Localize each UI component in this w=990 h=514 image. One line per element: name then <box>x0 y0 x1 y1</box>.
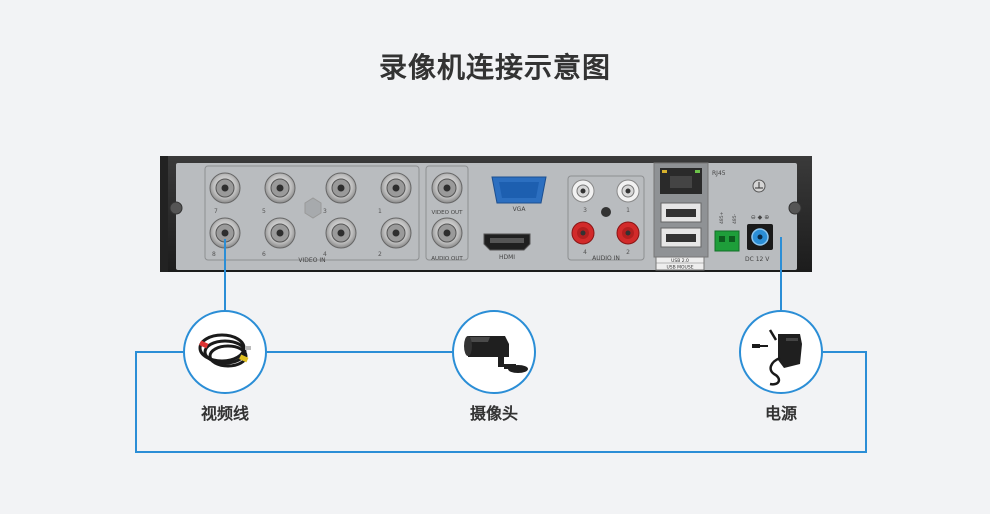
usb-label: USB 2.0 <box>671 258 689 264</box>
hdmi-port: HDMI <box>483 233 531 261</box>
power-group: 485+ 485- ⊖ ◆ ⊕ DC 12 V <box>714 179 773 263</box>
hdmi-label: HDMI <box>499 254 515 261</box>
usb-label-box <box>655 256 705 271</box>
bnc-connector <box>431 217 463 249</box>
node-video-cable <box>183 310 267 394</box>
rca-jack <box>571 221 595 245</box>
node-camera <box>452 310 536 394</box>
rs485-terminal <box>714 230 740 252</box>
node-label: 电源 <box>764 404 797 423</box>
bnc-connector <box>325 217 357 249</box>
connector-lines <box>135 237 867 453</box>
screw-left <box>169 201 183 215</box>
audio-number: 4 <box>583 249 587 256</box>
rca-jack <box>616 179 640 203</box>
vga-port: VGA <box>491 176 547 213</box>
usb-mouse-label: USB MOUSE <box>666 265 693 271</box>
video-out-label: VIDEO OUT <box>432 210 464 216</box>
rj45-label: RJ45 <box>712 170 726 177</box>
bnc-connector <box>264 217 296 249</box>
bnc-number: 4 <box>323 251 327 258</box>
polarity-symbol: ⊖ ◆ ⊕ <box>751 214 769 221</box>
audio-out-label: AUDIO OUT <box>431 256 463 262</box>
dc-label: DC 12 V <box>745 256 770 263</box>
bnc-connector <box>380 172 412 204</box>
audio-in-group: 3 1 4 2 AUDIO IN <box>567 175 645 262</box>
audio-number: 2 <box>626 249 630 256</box>
rs485-label: 485- <box>732 213 738 224</box>
camera-icon <box>464 336 528 373</box>
audio-number: 3 <box>583 207 587 214</box>
bnc-connector <box>209 172 241 204</box>
logo-watermark <box>304 197 322 219</box>
diagram-title: 录像机连接示意图 <box>378 51 611 84</box>
node-power <box>739 310 823 394</box>
audio-number: 1 <box>626 207 630 214</box>
network-usb-group: RJ45 USB 2.0 USB MOUSE <box>653 162 726 271</box>
video-cable-icon <box>198 333 251 368</box>
vga-label: VGA <box>513 206 527 213</box>
bnc-connector <box>209 217 241 249</box>
rca-jack <box>616 221 640 245</box>
bnc-connector <box>431 172 463 204</box>
bnc-number: 6 <box>262 251 266 258</box>
bnc-number: 5 <box>262 208 266 215</box>
rs485-label: 485+ <box>719 211 725 224</box>
bnc-connector <box>264 172 296 204</box>
bnc-number: 2 <box>378 251 382 258</box>
video-in-group: 7 5 3 1 8 6 4 2 VIDEO IN <box>204 165 420 264</box>
bnc-connector <box>380 217 412 249</box>
node-label: 摄像头 <box>469 404 518 423</box>
bnc-connector <box>325 172 357 204</box>
video-out-group: VIDEO OUT AUDIO OUT <box>425 165 469 262</box>
video-in-label: VIDEO IN <box>298 257 325 264</box>
ground-screw <box>601 207 611 217</box>
rca-jack <box>571 179 595 203</box>
node-label: 视频线 <box>200 404 249 423</box>
power-adapter-icon <box>752 329 802 386</box>
audio-in-label: AUDIO IN <box>592 255 620 262</box>
screw-right <box>788 201 802 215</box>
bnc-number: 3 <box>323 208 327 215</box>
bnc-number: 7 <box>214 208 218 215</box>
bnc-number: 1 <box>378 208 382 215</box>
loop-line <box>135 351 867 453</box>
bnc-number: 8 <box>212 251 216 258</box>
